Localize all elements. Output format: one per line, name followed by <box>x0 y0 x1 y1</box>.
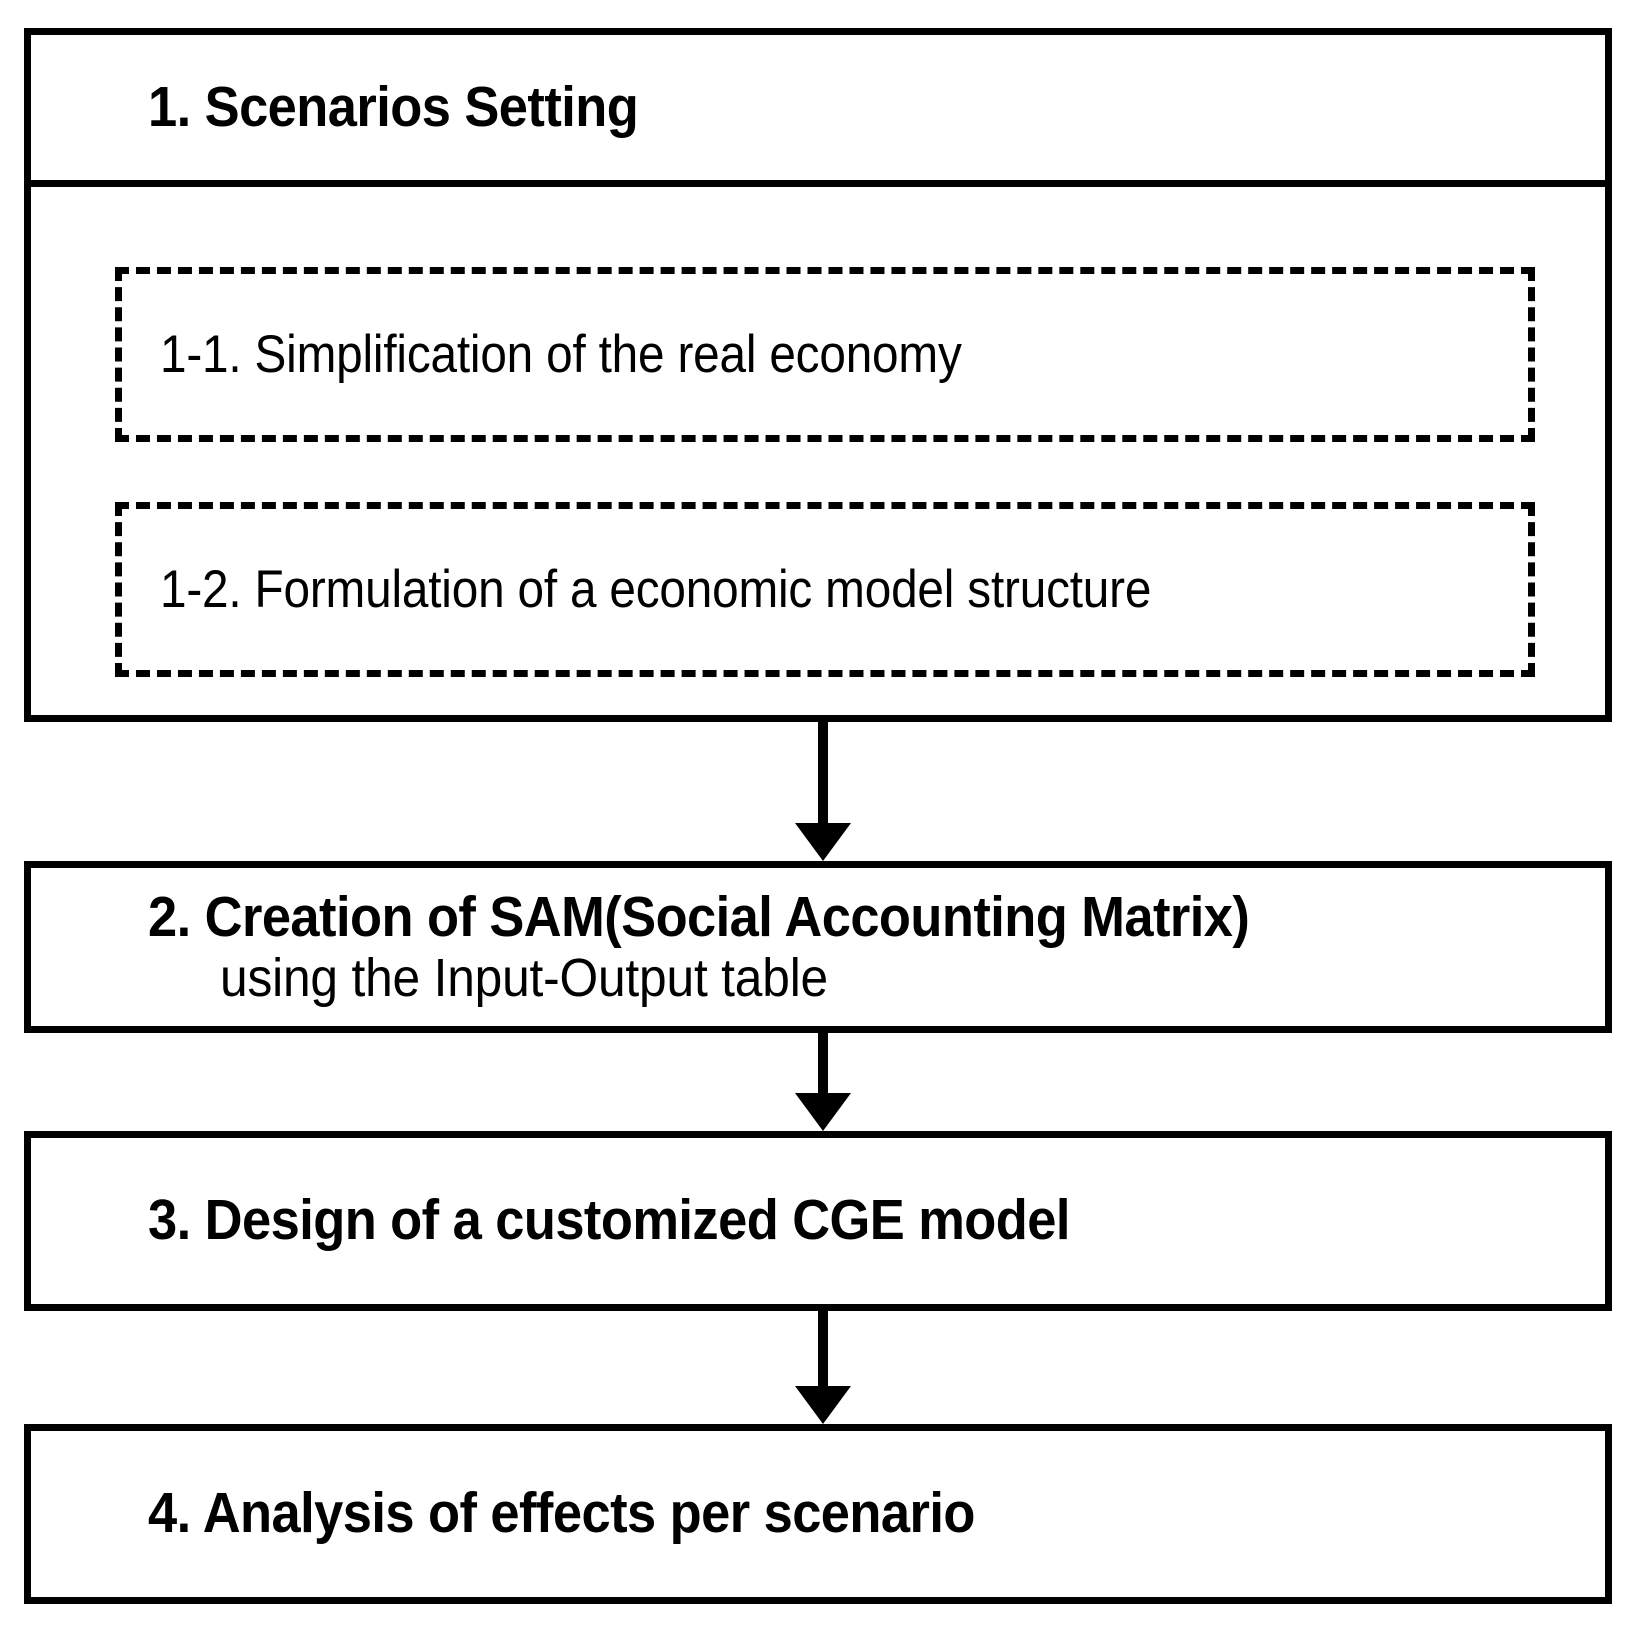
stage-2-container: 2. Creation of SAM(Social Accounting Mat… <box>24 861 1612 1033</box>
substep-1-2-label: 1-2. Formulation of a economic model str… <box>160 560 1152 619</box>
arrow-head-down-icon <box>795 823 851 861</box>
arrow-head-down-icon <box>795 1093 851 1131</box>
arrow-head-down-icon <box>795 1386 851 1424</box>
arrow-stem <box>818 1311 828 1386</box>
stage-2-text: 2. Creation of SAM(Social Accounting Mat… <box>148 887 1345 1007</box>
stage-4-container: 4. Analysis of effects per scenario <box>24 1424 1612 1604</box>
stage-1-header: 1. Scenarios Setting <box>31 35 1605 187</box>
stage-4-text: 4. Analysis of effects per scenario <box>148 1483 1047 1545</box>
stage-2-line-1: 2. Creation of SAM(Social Accounting Mat… <box>148 885 1250 950</box>
stage-3-line-1: 3. Design of a customized CGE model <box>148 1188 1070 1253</box>
substep-1-1-box: 1-1. Simplification of the real economy <box>115 267 1535 442</box>
arrow-stem <box>818 722 828 823</box>
arrow-stage1-to-stage2 <box>795 722 851 861</box>
substep-1-2-box: 1-2. Formulation of a economic model str… <box>115 502 1535 677</box>
stage-2-line-2: using the Input-Output table <box>220 947 828 1008</box>
stage-4-line-1: 4. Analysis of effects per scenario <box>148 1481 975 1546</box>
arrow-stage3-to-stage4 <box>795 1311 851 1424</box>
arrow-stem <box>818 1033 828 1093</box>
stage-3-container: 3. Design of a customized CGE model <box>24 1131 1612 1311</box>
arrow-stage2-to-stage3 <box>795 1033 851 1131</box>
stage-3-text: 3. Design of a customized CGE model <box>148 1190 1150 1252</box>
stage-1-container: 1. Scenarios Setting 1-1. Simplification… <box>24 28 1612 722</box>
stage-1-heading: 1. Scenarios Setting <box>148 74 639 139</box>
substep-1-1-label: 1-1. Simplification of the real economy <box>160 325 962 384</box>
stage-1-body: 1-1. Simplification of the real economy … <box>31 187 1605 715</box>
